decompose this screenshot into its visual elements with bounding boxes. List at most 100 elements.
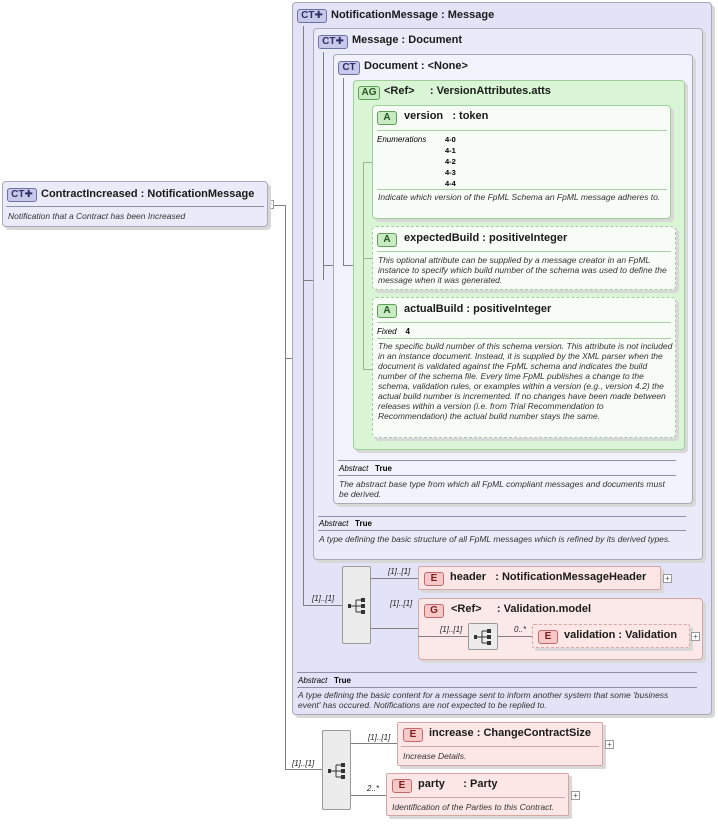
message-title: Message : Document	[352, 34, 463, 46]
multiplicity-label: [1]..[1]	[390, 599, 413, 608]
element-badge-icon: E	[403, 728, 423, 742]
version-attribute-description: Indicate which version of the FpML Schem…	[378, 192, 661, 202]
divider	[318, 516, 686, 517]
divider	[338, 460, 676, 461]
actual-build-description: The specific build number of this schema…	[378, 341, 673, 421]
notification-message-title: NotificationMessage : Message	[331, 9, 495, 21]
increase-element-title: increase : ChangeContractSize	[429, 727, 592, 739]
connector	[343, 265, 353, 266]
increase-element-box[interactable]: E increase : ChangeContractSize Increase…	[397, 722, 603, 766]
actual-build-title: actualBuild : positiveInteger	[404, 303, 552, 315]
connector	[418, 636, 468, 637]
element-badge-icon: E	[538, 630, 558, 644]
connector	[285, 205, 286, 770]
divider	[377, 338, 671, 339]
multiplicity-label: [1]..[1]	[368, 733, 391, 742]
multiplicity-label: [1]..[1]	[312, 594, 335, 603]
sequence-compositor[interactable]	[468, 623, 498, 650]
enum-value: 4-4	[445, 179, 456, 188]
attribute-group-title: <Ref> : VersionAttributes.atts	[384, 85, 551, 97]
enum-value: 4-2	[445, 157, 456, 166]
expected-build-attribute-box[interactable]: A expectedBuild : positiveInteger This o…	[372, 226, 676, 290]
connector	[323, 265, 333, 266]
element-badge-icon: E	[424, 572, 444, 586]
divider	[377, 130, 667, 131]
complex-type-badge-icon: CT✚	[297, 9, 327, 23]
connector	[285, 769, 322, 770]
abstract-property: Abstract True	[339, 464, 392, 473]
connector	[351, 743, 397, 744]
divider	[297, 672, 697, 673]
enum-value: 4-0	[445, 135, 456, 144]
connector	[363, 162, 372, 163]
connector	[323, 52, 324, 280]
expected-build-description: This optional attribute can be supplied …	[378, 255, 667, 285]
sequence-icon	[348, 598, 365, 614]
expand-toggle[interactable]: +	[605, 740, 614, 749]
version-attribute-title: version : token	[404, 110, 489, 122]
connector	[285, 358, 293, 359]
message-description: A type defining the basic structure of a…	[319, 534, 671, 544]
complex-type-badge-icon: CT✚	[7, 188, 37, 202]
attribute-badge-icon: A	[377, 233, 397, 247]
notification-message-description: A type defining the basic content for a …	[298, 690, 669, 710]
validation-element-box[interactable]: E validation : Validation	[532, 624, 690, 648]
divider	[377, 189, 667, 190]
attribute-badge-icon: A	[377, 111, 397, 125]
divider	[377, 322, 671, 323]
sequence-icon	[474, 629, 491, 645]
connector	[371, 578, 418, 579]
connector	[343, 78, 344, 265]
enumerations-label: Enumerations	[377, 135, 427, 144]
root-element-title: ContractIncreased : NotificationMessage	[41, 188, 255, 200]
multiplicity-label: [1]..[1]	[388, 567, 411, 576]
header-element-box[interactable]: E header : NotificationMessageHeader	[418, 566, 661, 590]
party-element-description: Identification of the Parties to this Co…	[392, 802, 555, 812]
complex-type-badge-icon: CT✚	[318, 35, 348, 49]
version-attribute-box[interactable]: A version : token Enumerations 4-0 4-1 4…	[372, 105, 671, 219]
connector	[363, 369, 372, 370]
multiplicity-label: 2..*	[367, 784, 380, 793]
multiplicity-label: [1]..[1]	[292, 759, 315, 768]
party-element-box[interactable]: E party : Party Identification of the Pa…	[386, 773, 569, 816]
header-element-title: header : NotificationMessageHeader	[450, 571, 647, 583]
connector	[363, 162, 364, 369]
increase-element-description: Increase Details.	[403, 751, 467, 761]
sequence-compositor[interactable]	[342, 566, 371, 644]
expand-toggle[interactable]: +	[663, 574, 672, 583]
fixed-property: Fixed 4	[377, 327, 410, 336]
divider	[6, 206, 264, 207]
connector	[498, 636, 532, 637]
multiplicity-label: [1]..[1]	[440, 625, 463, 634]
enum-value: 4-1	[445, 146, 456, 155]
group-badge-icon: G	[424, 604, 444, 618]
divider	[390, 797, 565, 798]
connector	[351, 795, 386, 796]
divider	[401, 746, 599, 747]
expected-build-title: expectedBuild : positiveInteger	[404, 232, 568, 244]
root-element-description: Notification that a Contract has been In…	[8, 211, 186, 221]
party-element-title: party : Party	[418, 778, 498, 790]
attribute-group-badge-icon: AG	[358, 86, 380, 100]
enum-value: 4-3	[445, 168, 456, 177]
expand-toggle[interactable]: +	[691, 632, 700, 641]
validation-model-title: <Ref> : Validation.model	[451, 603, 591, 615]
abstract-property: Abstract True	[319, 519, 372, 528]
validation-element-title: validation : Validation	[564, 629, 678, 641]
connector	[303, 605, 343, 606]
root-element-box[interactable]: CT✚ ContractIncreased : NotificationMess…	[2, 181, 268, 227]
sequence-icon	[328, 763, 345, 779]
complex-type-badge-icon: CT	[338, 61, 360, 75]
abstract-property: Abstract True	[298, 676, 351, 685]
connector	[371, 628, 418, 629]
divider	[297, 687, 697, 688]
actual-build-attribute-box[interactable]: A actualBuild : positiveInteger Fixed 4 …	[372, 297, 676, 438]
connector	[303, 280, 313, 281]
document-description: The abstract base type from which all Fp…	[339, 479, 665, 499]
connector	[363, 258, 372, 259]
divider	[318, 530, 686, 531]
expand-toggle[interactable]: +	[571, 791, 580, 800]
connector	[268, 205, 286, 206]
divider	[377, 251, 671, 252]
sequence-compositor[interactable]	[322, 730, 351, 810]
